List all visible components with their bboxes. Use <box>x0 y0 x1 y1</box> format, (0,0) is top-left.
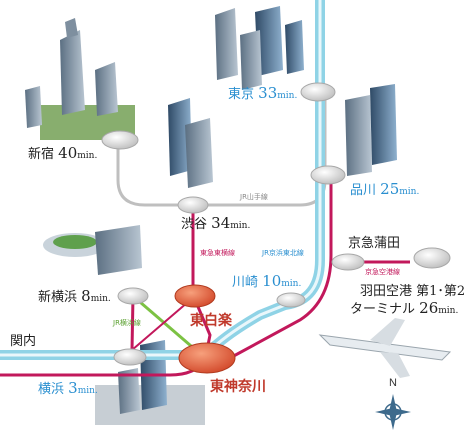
airplane-illustration <box>318 318 452 378</box>
label-shibuya: 渋谷 34min. <box>181 214 251 232</box>
label-shin-yokohama: 新横浜 8min. <box>38 287 111 305</box>
yokohama-buildings-illustration <box>95 340 205 425</box>
shin-yokohama-stadium-illustration <box>43 225 142 275</box>
time-unit: min. <box>77 386 98 396</box>
station-name: 横浜 <box>38 382 65 397</box>
travel-time: 3 <box>68 379 78 397</box>
station-disc-yokohama <box>113 348 147 366</box>
label-kawasaki: 川崎 10min. <box>232 272 302 290</box>
station-name-line2: ターミナル <box>350 302 416 317</box>
label-shinagawa: 品川 25min. <box>350 180 420 198</box>
label-tokyo: 東京 33min. <box>228 84 298 102</box>
time-unit: min. <box>399 187 420 197</box>
station-name: 新横浜 <box>38 290 78 305</box>
station-name: 東京 <box>228 87 255 102</box>
label-keikyu-kamata: 京急蒲田 <box>348 237 400 250</box>
travel-time: 33 <box>258 84 278 102</box>
label-yokohama: 横浜 3min. <box>38 379 98 397</box>
hub-disc-higashi-kanagawa <box>178 342 236 374</box>
station-disc-kawasaki <box>276 292 306 308</box>
station-discs <box>101 82 451 374</box>
line-label-jr-keihin-tohoku: JR京浜東北線 <box>262 249 304 257</box>
label-haneda: 羽田空港 第1･第2 <box>360 285 465 298</box>
travel-time: 25 <box>380 180 400 198</box>
travel-time: 10 <box>262 272 282 290</box>
time-unit: min. <box>90 294 111 304</box>
station-disc-haneda <box>413 247 451 269</box>
station-disc-shin-yokohama <box>117 287 149 305</box>
station-name: 川崎 <box>232 275 259 290</box>
travel-time: 8 <box>81 287 91 305</box>
shinagawa-buildings-illustration <box>345 84 397 176</box>
station-disc-shinagawa <box>310 165 346 185</box>
hub-disc-higashi-hakuraku <box>174 284 216 308</box>
station-disc-tokyo <box>300 82 336 102</box>
travel-time: 40 <box>58 144 78 162</box>
station-name: 新宿 <box>28 147 55 162</box>
time-unit: min. <box>281 279 302 289</box>
tokyo-buildings-illustration <box>215 6 304 90</box>
time-unit: min. <box>438 306 459 316</box>
label-higashi-hakuraku: 東白楽 <box>190 313 232 329</box>
line-label-jr-yamanote: JR山手線 <box>240 193 268 201</box>
shibuya-buildings-illustration <box>168 98 213 188</box>
travel-time: 34 <box>211 214 231 232</box>
label-haneda-terminal: ターミナル 26min. <box>350 299 459 317</box>
station-name: 京急蒲田 <box>348 236 401 251</box>
line-label-jr-yokohama: JR横浜線 <box>113 319 141 327</box>
station-name: 渋谷 <box>181 217 208 232</box>
compass-north-label: N <box>389 377 397 389</box>
travel-time: 26 <box>419 299 439 317</box>
station-name: 関内 <box>10 334 37 349</box>
time-unit: min. <box>77 151 98 161</box>
shinjuku-buildings-illustration <box>25 18 135 140</box>
time-unit: min. <box>230 221 251 231</box>
label-shinjuku: 新宿 40min. <box>28 144 98 162</box>
label-kannai: 関内 <box>10 335 36 348</box>
time-unit: min. <box>277 91 298 101</box>
station-disc-shinjuku <box>101 130 139 150</box>
compass-rose-icon <box>375 394 411 430</box>
line-label-tokyu-toyoko: 東急東横線 <box>200 249 235 257</box>
station-disc-shibuya <box>177 196 209 214</box>
station-name-line1: 羽田空港 第1･第2 <box>360 284 465 299</box>
station-disc-keikyu-kamata <box>331 253 365 271</box>
station-name: 品川 <box>350 183 377 198</box>
jr-yamanote-line <box>116 95 327 207</box>
line-label-keikyu-airport: 京急空港線 <box>365 268 400 276</box>
label-higashi-kanagawa: 東神奈川 <box>210 379 266 395</box>
